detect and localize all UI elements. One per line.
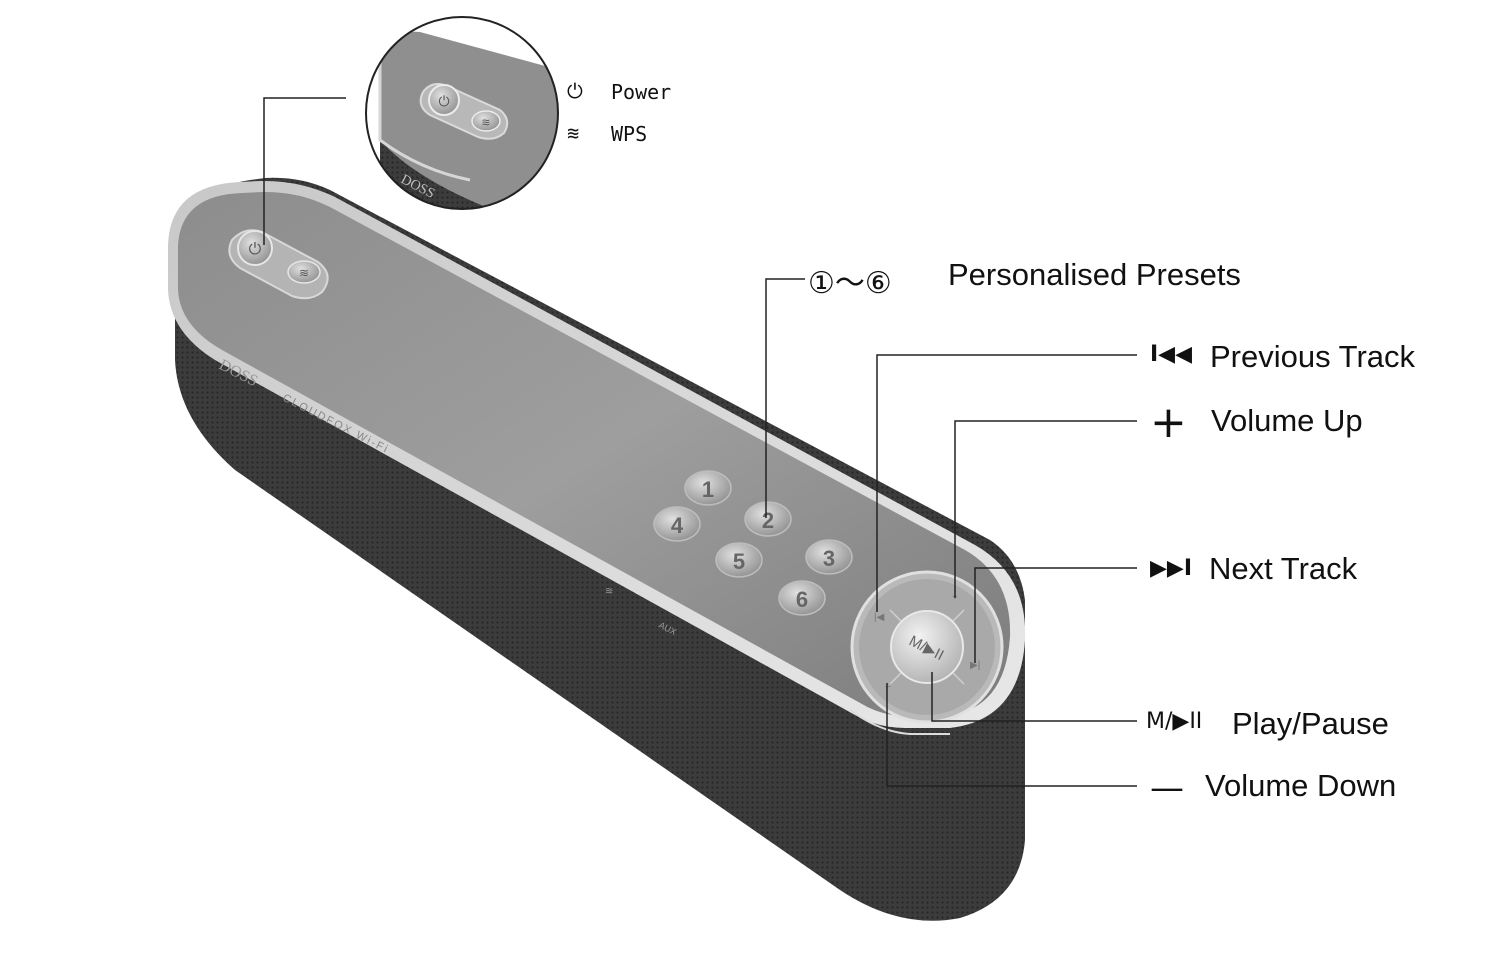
svg-text:6: 6 [796, 587, 808, 612]
presets-symbol: ①～⑥ [808, 266, 892, 301]
inset-power-icon: ⏻ [438, 94, 449, 110]
preset-buttons: 1 2 3 4 5 6 [653, 470, 853, 616]
volume-up-icon: + [1150, 397, 1187, 448]
inset-wifi-icon: ≋ [481, 116, 490, 129]
wifi-side-icon: ≋ [605, 586, 613, 597]
volume-down-label: Volume Down [1205, 768, 1397, 803]
play-pause-label: Play/Pause [1232, 706, 1389, 741]
svg-text:1: 1 [702, 477, 714, 502]
inset-zoom: ⏻ ≋ DOSS [365, 16, 559, 210]
preset-button-6[interactable]: 6 [778, 580, 826, 616]
volume-down-icon: — [1150, 768, 1184, 808]
svg-text:3: 3 [823, 546, 835, 571]
preset-button-4[interactable]: 4 [653, 506, 701, 542]
preset-button-5[interactable]: 5 [715, 542, 763, 578]
power-label: Power [611, 80, 672, 104]
presets-label: Personalised Presets [948, 257, 1241, 292]
minus-icon: − [885, 682, 891, 693]
next-icon: ▶| [970, 660, 980, 671]
play-pause-icon: M/▶II [1146, 709, 1203, 734]
previous-track-label: Previous Track [1210, 339, 1416, 374]
preset-button-2[interactable]: 2 [744, 501, 792, 537]
play-pause-button[interactable] [890, 610, 964, 684]
wifi-icon: ≋ [299, 266, 309, 280]
wps-button[interactable] [287, 260, 321, 284]
next-track-icon: ▶▶I [1150, 556, 1193, 581]
next-track-label: Next Track [1209, 551, 1358, 586]
power-wps-pill: ⏻ ≋ [228, 229, 329, 300]
previous-icon: |◀ [874, 612, 885, 623]
svg-text:5: 5 [733, 549, 745, 574]
volume-up-label: Volume Up [1211, 403, 1363, 438]
control-dial: M/▶II |◀ + ▶| − [850, 570, 1004, 724]
svg-text:2: 2 [762, 508, 774, 533]
previous-track-icon: I◀◀ [1150, 342, 1193, 367]
preset-button-1[interactable]: 1 [684, 470, 732, 506]
power-legend-icon: ⏻ [567, 79, 583, 103]
leader-lines [263, 97, 1137, 787]
svg-text:4: 4 [671, 513, 684, 538]
wps-label: WPS [611, 122, 648, 146]
wps-legend-icon: ≋ [567, 121, 580, 145]
power-icon: ⏻ [249, 239, 262, 258]
preset-button-3[interactable]: 3 [805, 539, 853, 575]
